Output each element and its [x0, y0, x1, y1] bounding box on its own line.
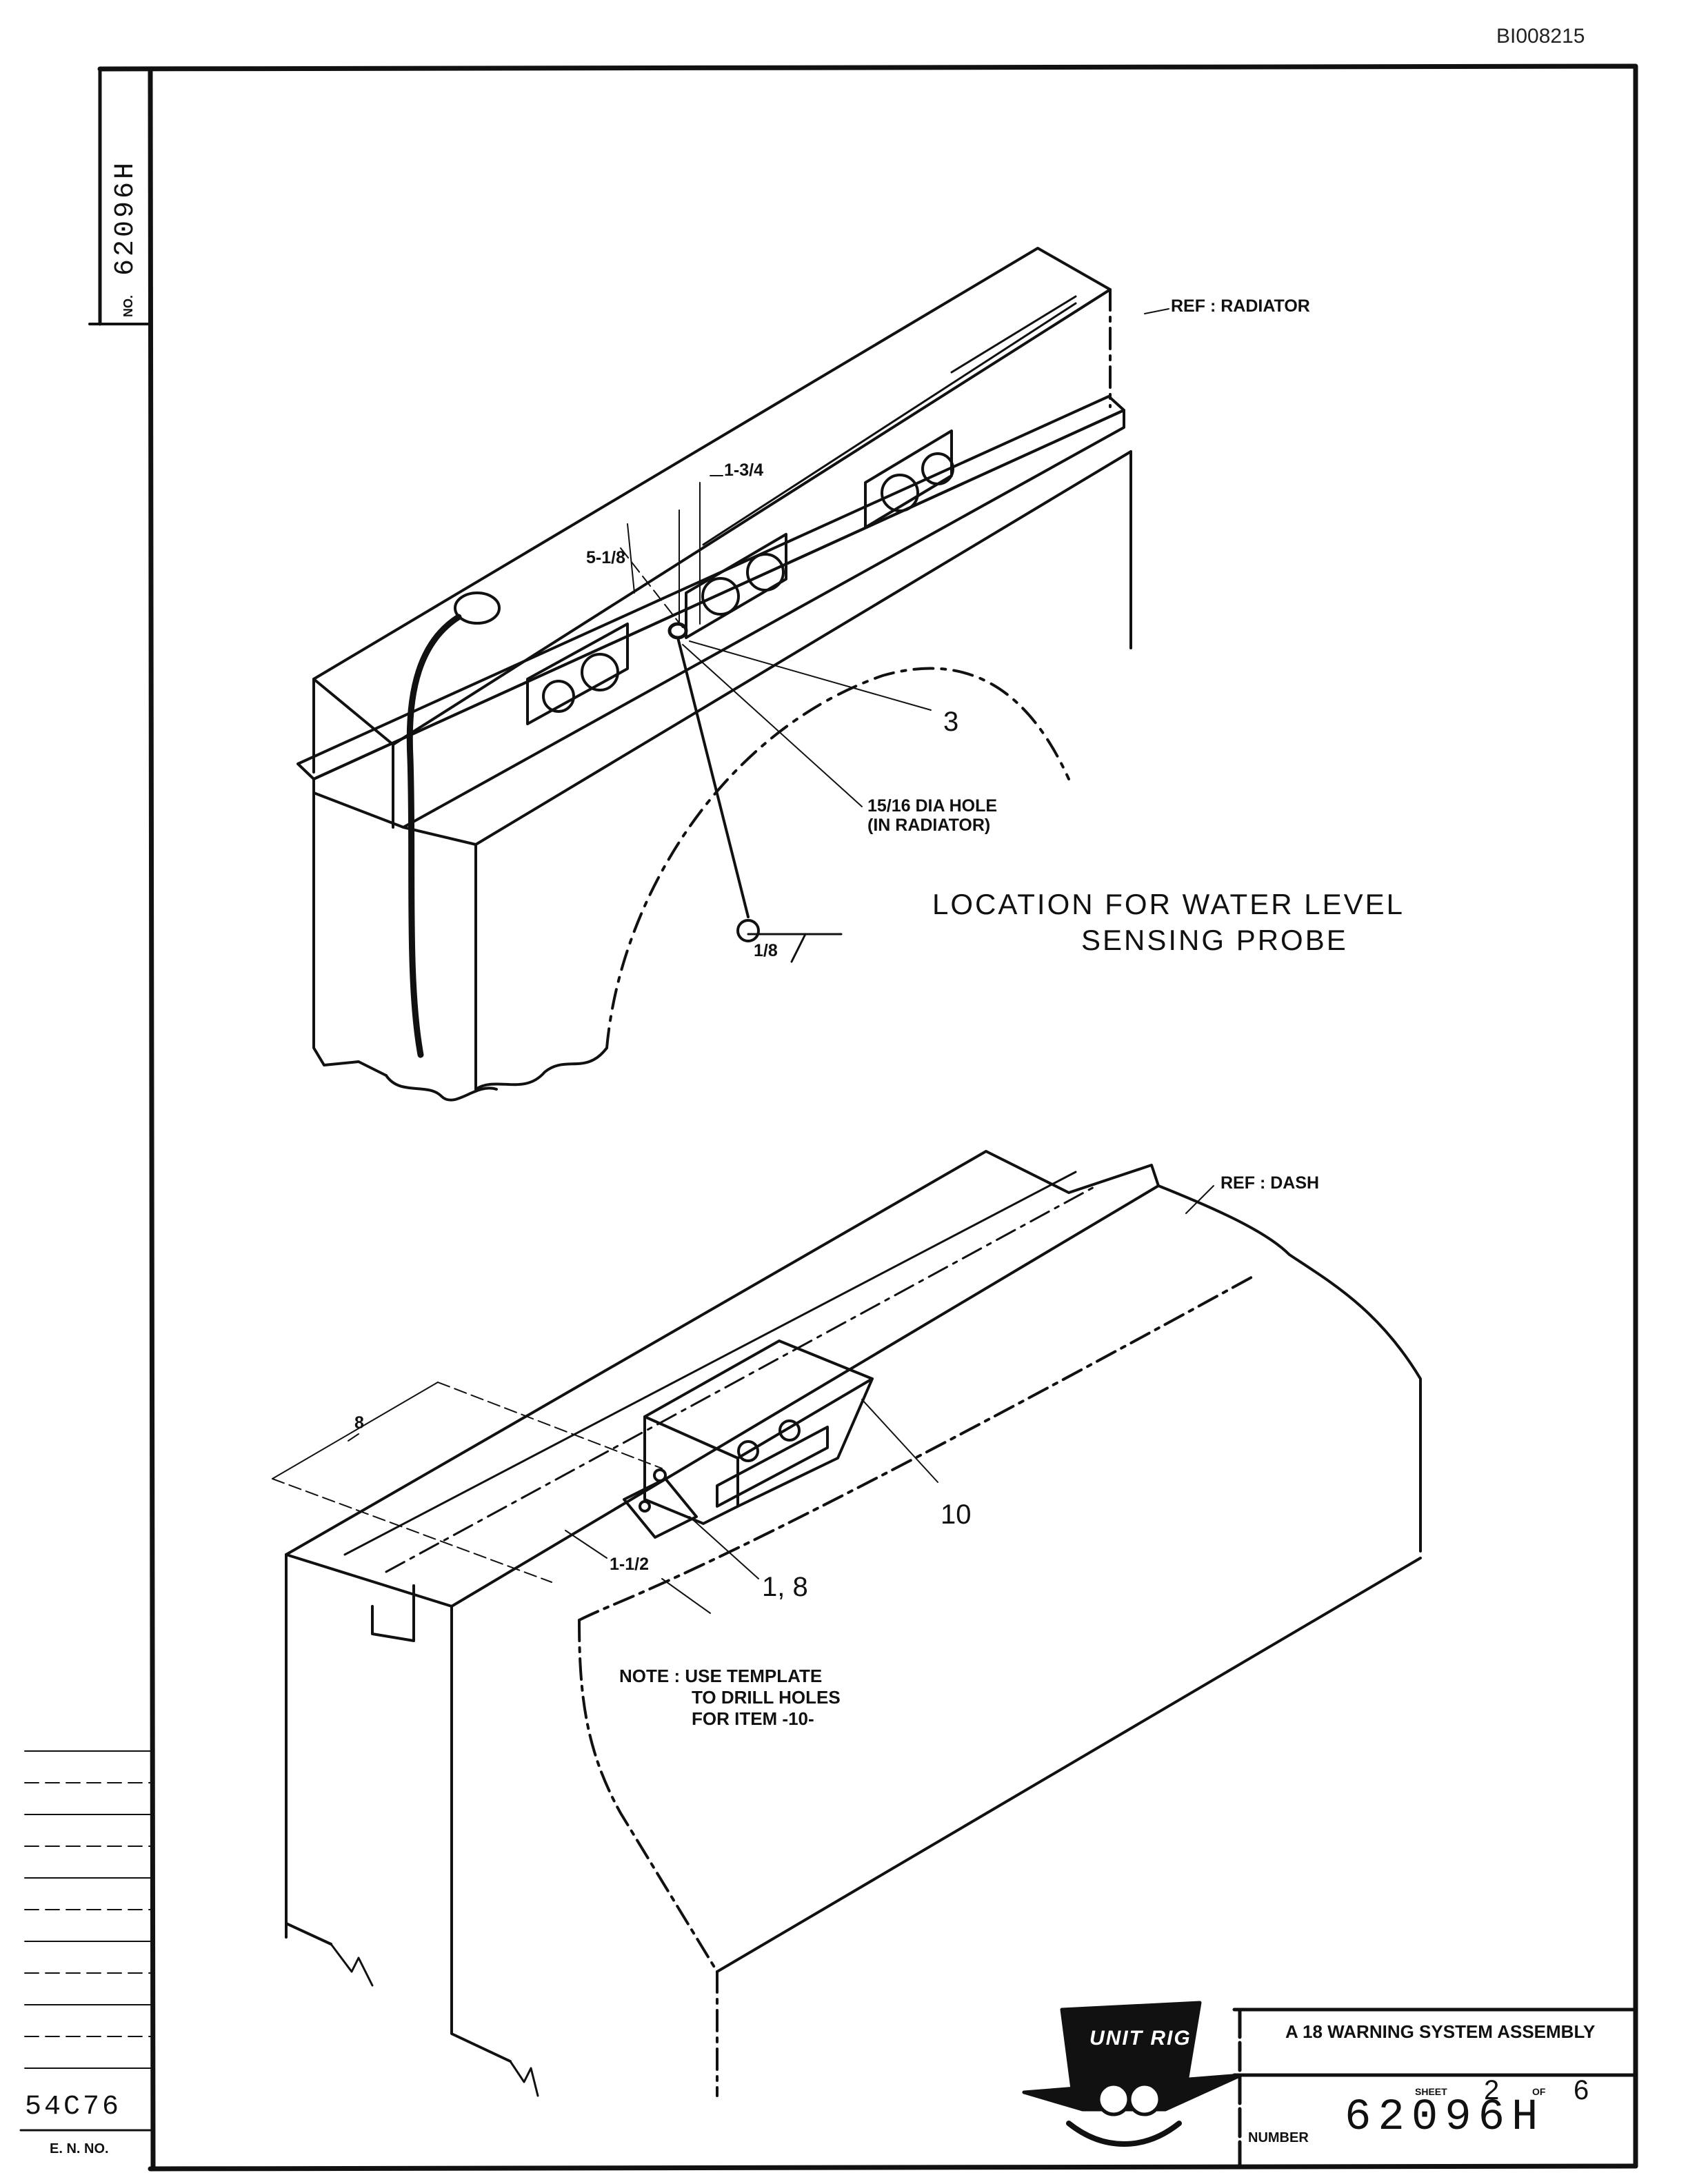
note-line1: NOTE : USE TEMPLATE [619, 1666, 823, 1686]
hole-note-line2: (IN RADIATOR) [867, 816, 991, 835]
drawing-number-vertical: 62096H [110, 159, 141, 276]
drawing-number: 62096H [1345, 2093, 1545, 2143]
en-number: 54C76 [25, 2092, 122, 2123]
dimension-8: 8 [354, 1413, 364, 1433]
note-line2: TO DRILL HOLES [692, 1687, 841, 1708]
en-label: E. N. NO. [50, 2141, 109, 2156]
logo-text: UNIT RIG [1089, 2027, 1192, 2050]
title-block-title: A 18 WARNING SYSTEM ASSEMBLY [1285, 2021, 1596, 2042]
item-number-1-8: 1, 8 [762, 1572, 808, 1602]
weld-symbol-label: 1/8 [754, 941, 778, 960]
dimension-1-3-4: 1-3/4 [724, 461, 763, 480]
dimension-5-1-8: 5-1/8 [586, 548, 625, 567]
sheet-total: 6 [1574, 2075, 1589, 2105]
sheet-label: SHEET [1415, 2086, 1447, 2097]
sheet-number: 2 [1484, 2075, 1500, 2105]
revision-rows [19, 1750, 152, 2132]
drawing-number-prefix: NO. [121, 294, 135, 317]
hole-note-line1: 15/16 DIA HOLE [867, 796, 998, 816]
vertical-drawing-number: NO. 62096H [110, 160, 141, 317]
title-block-lines [1232, 2008, 1638, 2168]
unit-rig-logo [1022, 2001, 1243, 2147]
caption-line2: SENSING PROBE [1081, 924, 1348, 956]
item-number-3: 3 [943, 707, 959, 737]
ref-dash-label: REF : DASH [1220, 1173, 1320, 1193]
dash-view [272, 1150, 1422, 2097]
radiator-view [297, 247, 1169, 1102]
dimension-1-1-2: 1-1/2 [610, 1555, 649, 1574]
ref-radiator-label: REF : RADIATOR [1171, 296, 1310, 316]
drawing-border [88, 63, 1638, 2172]
item-number-10: 10 [941, 1499, 972, 1530]
document-id: BI008215 [1496, 25, 1585, 48]
of-label: OF [1532, 2086, 1546, 2097]
number-label: NUMBER [1248, 2130, 1309, 2145]
caption-line1: LOCATION FOR WATER LEVEL [932, 888, 1405, 920]
note-line3: FOR ITEM -10- [692, 1708, 814, 1729]
